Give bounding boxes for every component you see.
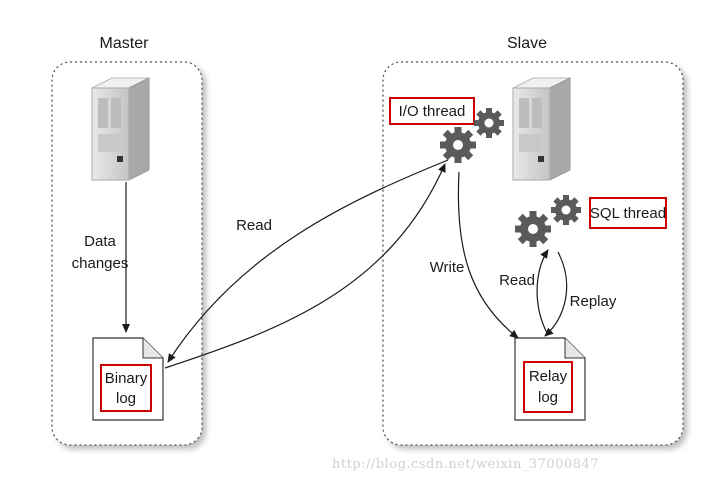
read-request-arrow <box>167 159 449 363</box>
master-server-icon <box>91 77 150 181</box>
binary-log-document: Binary log <box>92 337 164 421</box>
replay-arrow <box>544 251 568 337</box>
binary-log-label-1: Binary <box>105 370 148 387</box>
binary-log-label-2: log <box>116 390 136 407</box>
write-arrow <box>457 171 519 339</box>
sql-read-label: Read <box>499 272 535 289</box>
sql-read-arrow <box>536 249 549 336</box>
watermark-text: http://blog.csdn.net/weixin_37000847 <box>332 457 599 472</box>
relay-log-label-1: Relay <box>529 368 568 385</box>
binary-log-highlight <box>100 364 152 412</box>
sql-thread-highlight <box>589 197 667 229</box>
data-changes-label-2: changes <box>72 255 129 272</box>
write-label: Write <box>430 259 465 276</box>
io-thread-highlight <box>389 97 475 125</box>
master-title: Master <box>100 35 150 52</box>
read-label: Read <box>236 217 272 234</box>
slave-server-icon <box>512 77 571 181</box>
replay-label: Replay <box>570 293 617 310</box>
relay-log-document: Relay log <box>514 337 586 421</box>
master-box <box>51 61 203 446</box>
read-response-arrow <box>164 163 446 369</box>
data-changes-label-1: Data <box>84 233 116 250</box>
slave-title: Slave <box>507 35 547 52</box>
relay-log-highlight <box>523 361 573 413</box>
sql-thread-label: SQL thread <box>590 205 666 222</box>
relay-log-label-2: log <box>538 389 558 406</box>
io-thread-label: I/O thread <box>399 103 466 120</box>
